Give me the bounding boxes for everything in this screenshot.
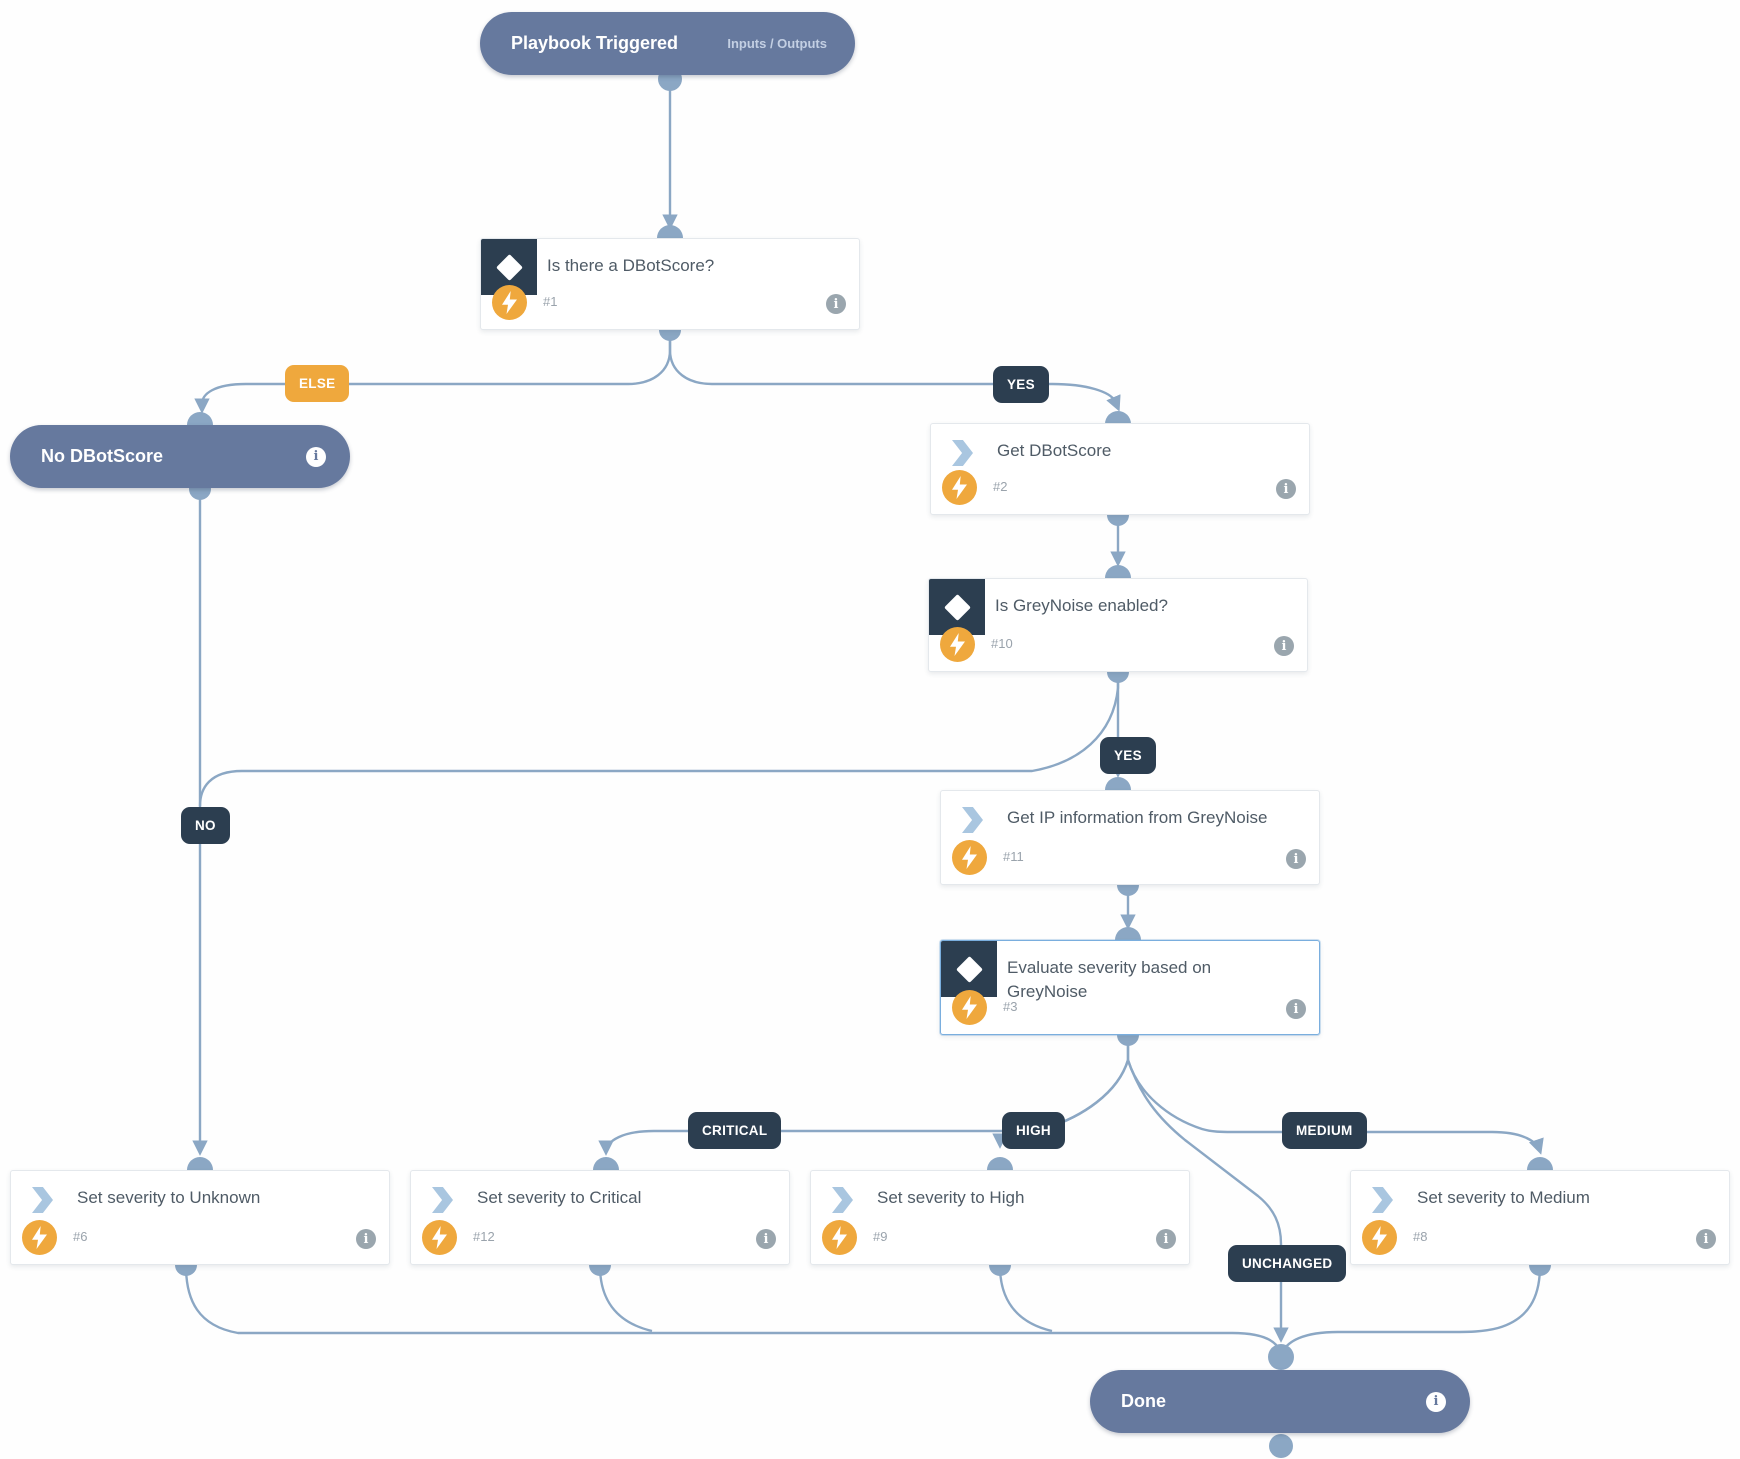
node-title: Done: [1121, 1391, 1166, 1411]
edge-label-critical: CRITICAL: [688, 1112, 782, 1149]
info-icon[interactable]: [306, 446, 326, 467]
info-icon[interactable]: [1156, 1229, 1176, 1249]
edge-else-to-no-dbotscore: [194, 331, 672, 414]
info-icon[interactable]: [356, 1229, 376, 1249]
info-icon[interactable]: [826, 294, 846, 314]
info-icon[interactable]: [1274, 636, 1294, 656]
task-number: #10: [991, 636, 1013, 651]
info-icon[interactable]: [1426, 1391, 1446, 1412]
task-number: #8: [1413, 1229, 1428, 1244]
automation-lightning-icon: [952, 990, 987, 1025]
node-title: Set severity to Critical: [477, 1188, 642, 1207]
task-number: #12: [473, 1229, 495, 1244]
automation-lightning-icon: [492, 285, 527, 320]
node-no-dbotscore[interactable]: No DBotScore: [10, 425, 350, 488]
info-icon[interactable]: [1286, 999, 1306, 1019]
task-node-set-severity-unknown[interactable]: Set severity to Unknown #6: [10, 1170, 390, 1265]
condition-node-is-there-dbotscore[interactable]: Is there a DBotScore? #1: [480, 238, 860, 330]
edge-unchanged-branch: [1126, 1059, 1289, 1343]
info-icon[interactable]: [1276, 479, 1296, 499]
automation-lightning-icon: [22, 1220, 57, 1255]
task-chevron-icon: [952, 440, 973, 466]
task-node-set-severity-critical[interactable]: Set severity to Critical #12: [410, 1170, 790, 1265]
node-title: Set severity to High: [877, 1188, 1025, 1207]
node-title: Get DBotScore: [997, 441, 1112, 460]
condition-diamond-icon: [929, 579, 985, 635]
task-number: #2: [993, 479, 1008, 494]
connector-dot: [1269, 1434, 1293, 1458]
node-title: Is GreyNoise enabled?: [995, 596, 1168, 615]
node-title: Set severity to Unknown: [77, 1188, 261, 1207]
diamond-glyph: [495, 253, 523, 281]
task-chevron-icon: [1372, 1187, 1393, 1213]
edge-label-medium: MEDIUM: [1282, 1112, 1367, 1149]
edge-no-branch: [198, 673, 1120, 807]
edges: [184, 79, 1544, 1352]
edge-label-yes-greynoise: YES: [1100, 737, 1156, 774]
edge-medium-to-done: [1281, 1265, 1542, 1352]
task-chevron-icon: [962, 807, 983, 833]
task-chevron-icon: [832, 1187, 853, 1213]
edge-critical-to-done: [598, 1265, 653, 1333]
task-number: #11: [1003, 849, 1024, 864]
edge-label-yes-dbotscore: YES: [993, 366, 1049, 403]
edge-label-unchanged: UNCHANGED: [1228, 1245, 1347, 1282]
node-title: Evaluate severity based on GreyNoise: [1007, 958, 1212, 1001]
edge-label-else: ELSE: [285, 365, 350, 402]
task-node-get-ip-information[interactable]: Get IP information from GreyNoise #11: [940, 790, 1320, 885]
automation-lightning-icon: [940, 627, 975, 662]
node-title: Playbook Triggered: [511, 33, 679, 53]
task-node-get-dbotscore[interactable]: Get DBotScore #2: [930, 423, 1310, 515]
edge-medium-branch: [1126, 1036, 1544, 1155]
automation-lightning-icon: [422, 1220, 457, 1255]
task-chevron-icon: [32, 1187, 53, 1213]
automation-lightning-icon: [942, 470, 977, 505]
inputs-outputs-link[interactable]: Inputs / Outputs: [727, 36, 827, 51]
node-title: No DBotScore: [41, 446, 164, 466]
automation-lightning-icon: [822, 1220, 857, 1255]
node-title: Get IP information from GreyNoise: [1007, 808, 1268, 827]
condition-diamond-icon: [941, 941, 997, 997]
automation-lightning-icon: [952, 840, 987, 875]
task-number: #9: [873, 1229, 888, 1244]
task-chevron-icon: [432, 1187, 453, 1213]
automation-lightning-icon: [1362, 1220, 1397, 1255]
info-icon[interactable]: [756, 1229, 776, 1249]
info-icon[interactable]: [1286, 849, 1306, 869]
task-number: #3: [1003, 999, 1018, 1014]
info-icon[interactable]: [1696, 1229, 1716, 1249]
node-title: Set severity to Medium: [1417, 1188, 1590, 1207]
condition-node-is-greynoise-enabled[interactable]: Is GreyNoise enabled? #10: [928, 578, 1308, 672]
diamond-glyph: [955, 955, 983, 983]
edge-label-high: HIGH: [1002, 1112, 1065, 1149]
edge-unknown-to-done: [184, 1265, 1282, 1352]
edge-label-no: NO: [181, 807, 230, 844]
edge-yes-to-get-dbotscore: [668, 331, 1121, 412]
diamond-glyph: [943, 593, 971, 621]
task-number: #6: [73, 1229, 88, 1244]
node-done[interactable]: Done: [1090, 1370, 1470, 1433]
condition-node-evaluate-severity[interactable]: Evaluate severity based on GreyNoise #3: [940, 940, 1320, 1035]
node-title: Is there a DBotScore?: [547, 256, 715, 275]
connector-dot: [1268, 1344, 1294, 1370]
task-node-set-severity-high[interactable]: Set severity to High #9: [810, 1170, 1190, 1265]
edge-high-to-done: [998, 1265, 1053, 1333]
task-number: #1: [543, 294, 558, 309]
task-node-set-severity-medium[interactable]: Set severity to Medium #8: [1350, 1170, 1730, 1265]
node-playbook-triggered[interactable]: Playbook Triggered Inputs / Outputs: [480, 12, 855, 75]
